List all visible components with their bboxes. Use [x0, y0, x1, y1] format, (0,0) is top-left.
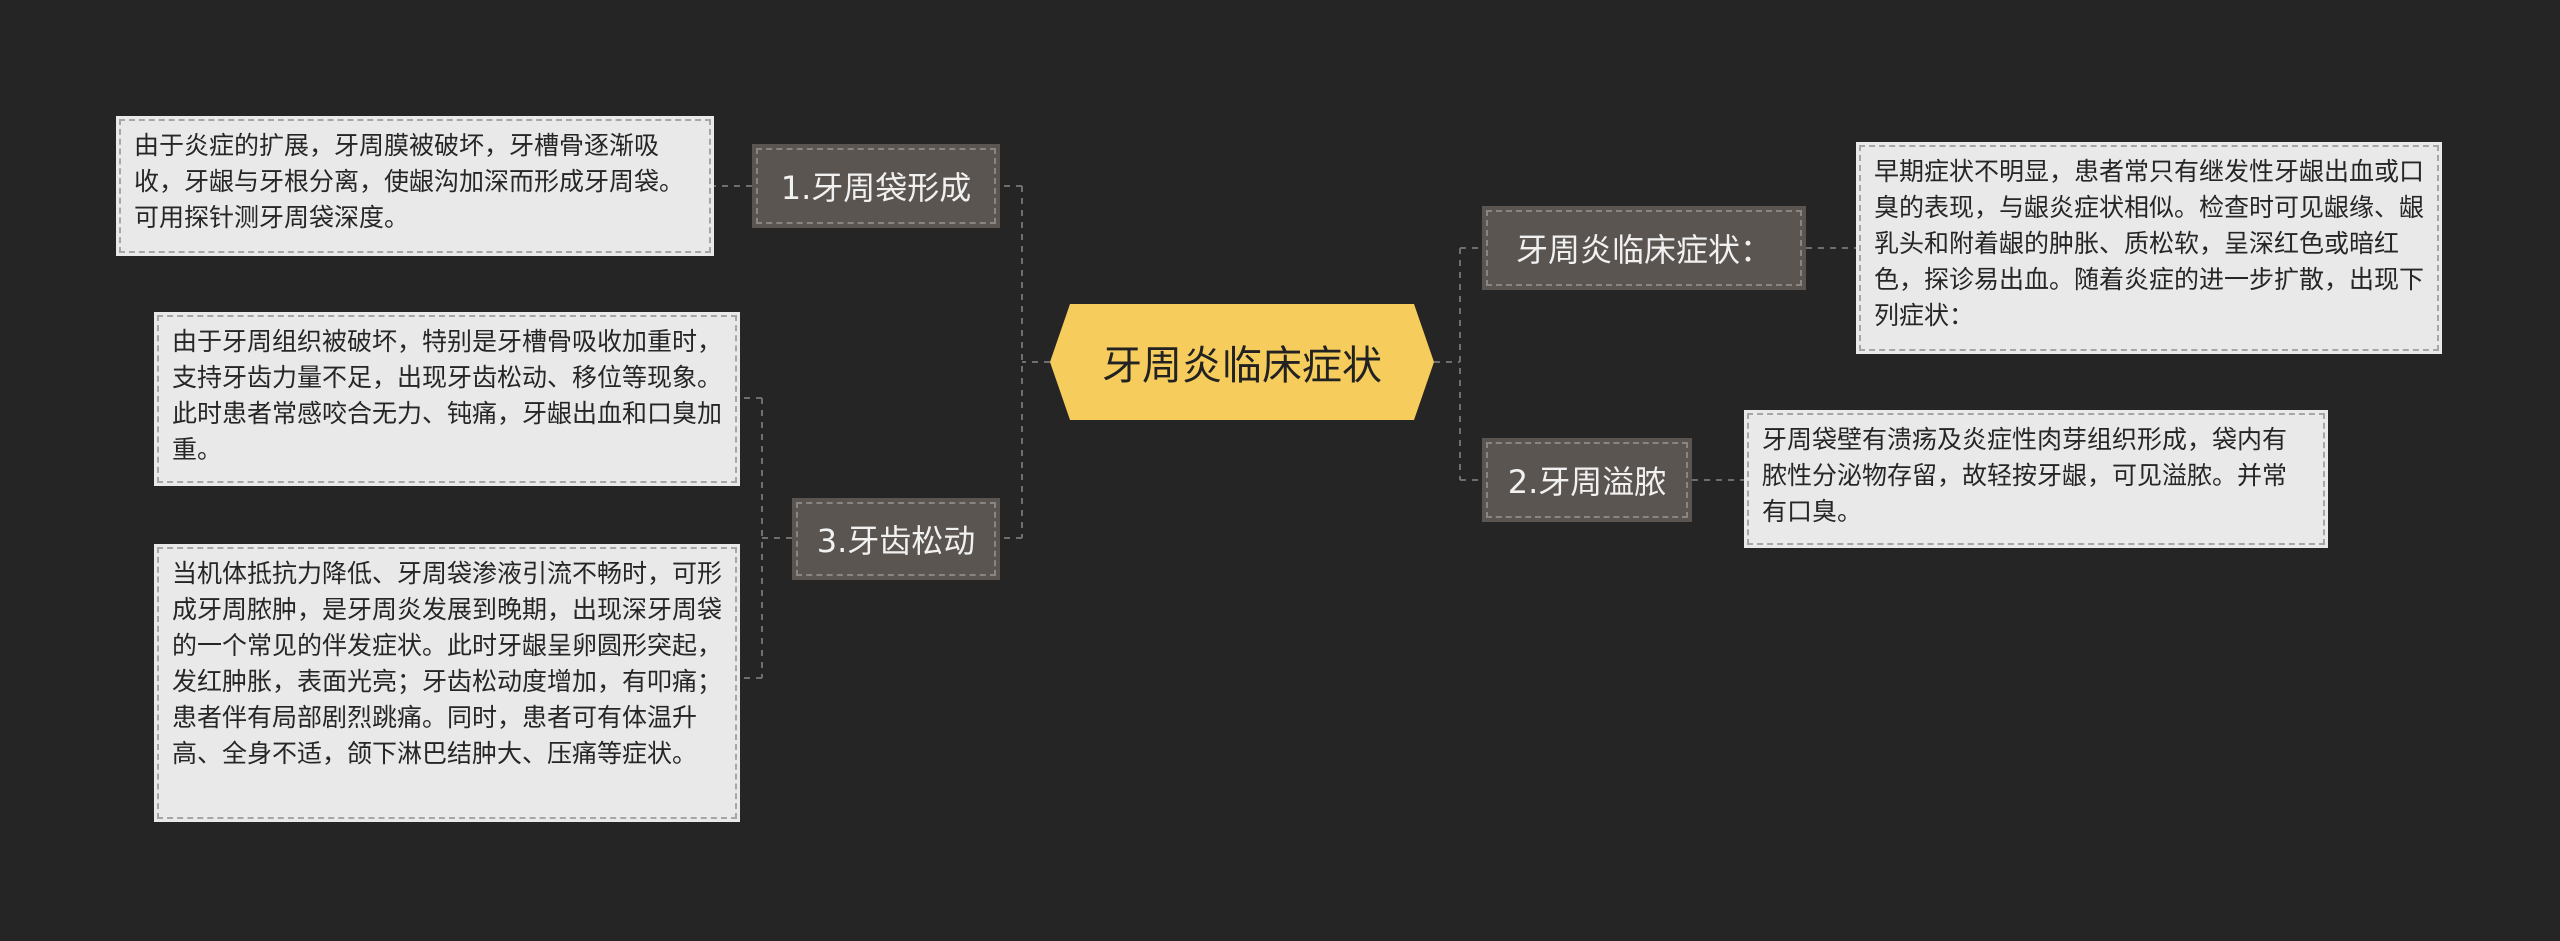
note-periodontal-pocket[interactable]: 由于炎症的扩展，牙周膜被破坏，牙槽骨逐渐吸收，牙龈与牙根分离，使龈沟加深而形成牙…	[116, 116, 714, 256]
central-topic[interactable]: 牙周炎临床症状	[1050, 304, 1434, 420]
note-text: 由于牙周组织被破坏，特别是牙槽骨吸收加重时，支持牙齿力量不足，出现牙齿松动、移位…	[172, 327, 723, 464]
branch-clinical-symptoms[interactable]: 牙周炎临床症状：	[1482, 206, 1806, 290]
note-text: 牙周袋壁有溃疡及炎症性肉芽组织形成，袋内有脓性分泌物存留，故轻按牙龈，可见溢脓。…	[1762, 425, 2288, 526]
central-topic-label: 牙周炎临床症状	[1102, 343, 1382, 389]
note-text: 当机体抵抗力降低、牙周袋渗液引流不畅时，可形成牙周脓肿，是牙周炎发展到晚期，出现…	[172, 559, 723, 768]
branch-label: 3.牙齿松动	[816, 522, 976, 560]
note-text: 由于炎症的扩展，牙周膜被破坏，牙槽骨逐渐吸收，牙龈与牙根分离，使龈沟加深而形成牙…	[134, 131, 685, 232]
branch-label: 1.牙周袋形成	[780, 169, 972, 207]
branch-periodontal-pocket[interactable]: 1.牙周袋形成	[752, 144, 1000, 228]
branch-label: 2.牙周溢脓	[1507, 463, 1667, 501]
note-pus-discharge[interactable]: 牙周袋壁有溃疡及炎症性肉芽组织形成，袋内有脓性分泌物存留，故轻按牙龈，可见溢脓。…	[1744, 410, 2328, 548]
note-tooth-mobility[interactable]: 由于牙周组织被破坏，特别是牙槽骨吸收加重时，支持牙齿力量不足，出现牙齿松动、移位…	[154, 312, 740, 486]
note-clinical-symptoms[interactable]: 早期症状不明显，患者常只有继发性牙龈出血或口臭的表现，与龈炎症状相似。检查时可见…	[1856, 142, 2442, 354]
branch-tooth-mobility[interactable]: 3.牙齿松动	[792, 498, 1000, 580]
note-periodontal-abscess[interactable]: 当机体抵抗力降低、牙周袋渗液引流不畅时，可形成牙周脓肿，是牙周炎发展到晚期，出现…	[154, 544, 740, 822]
branch-pus-discharge[interactable]: 2.牙周溢脓	[1482, 438, 1692, 522]
note-text: 早期症状不明显，患者常只有继发性牙龈出血或口臭的表现，与龈炎症状相似。检查时可见…	[1874, 157, 2425, 330]
branch-label: 牙周炎临床症状：	[1515, 231, 1772, 269]
